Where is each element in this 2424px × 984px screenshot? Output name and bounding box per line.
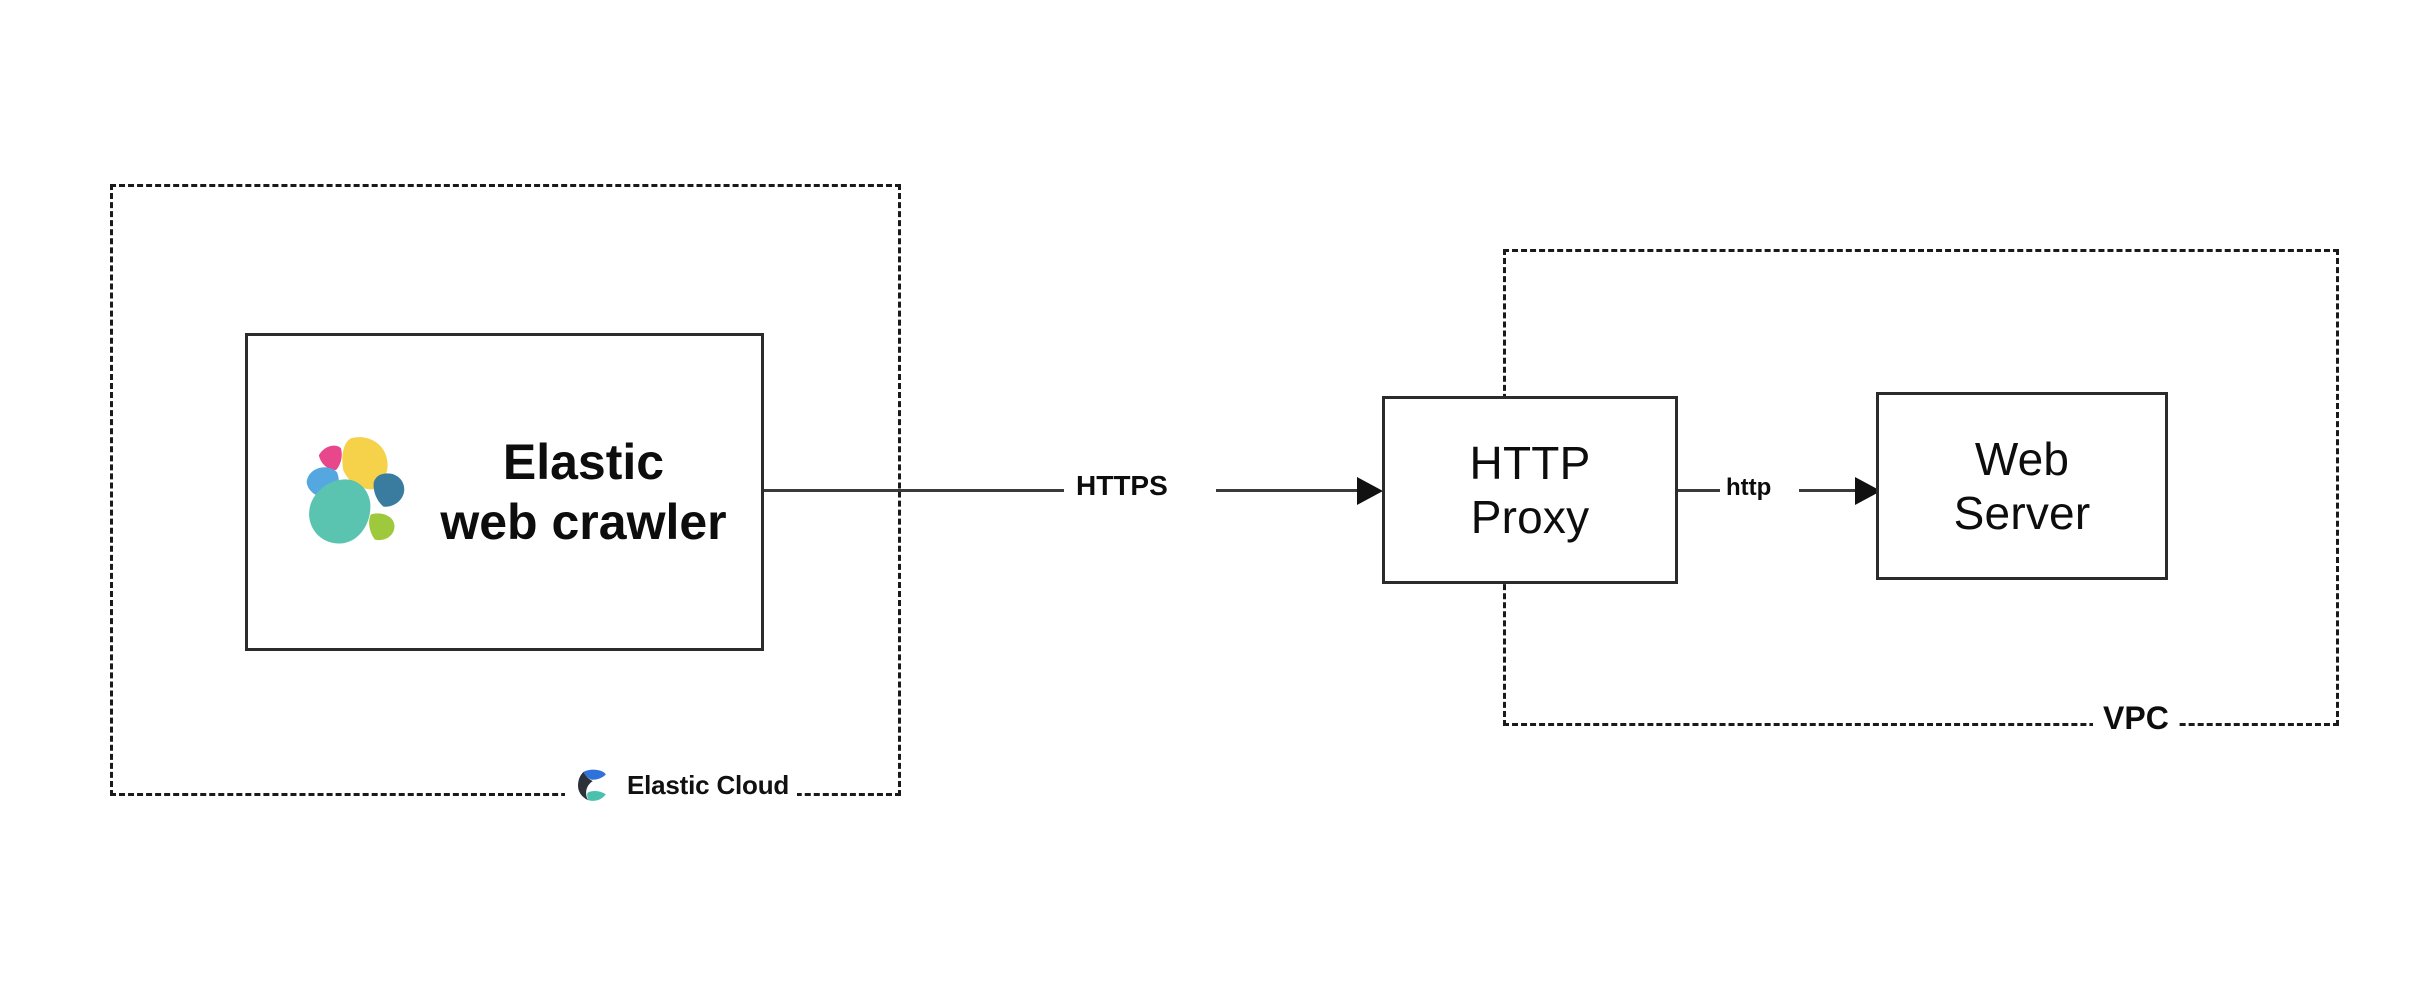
node-web-server[interactable]: Web Server [1876,392,2168,580]
arrowhead-https-icon [1357,477,1383,505]
edge-proxy-to-http-line [1678,489,1720,492]
elastic-cloud-label: Elastic Cloud [627,769,790,800]
edge-https-to-proxy-line [1216,489,1361,492]
elastic-cloud-zone-caption: Elastic Cloud [565,762,798,808]
node-http-proxy[interactable]: HTTP Proxy [1382,396,1678,584]
node-web-server-label: Web Server [1953,432,2091,539]
edge-crawler-to-https-line [764,489,1064,492]
vpc-zone-caption: VPC [2093,700,2179,737]
edge-label-https: HTTPS [1076,470,1168,501]
edge-label-http: http [1726,474,1772,501]
elastic-bloom-logo-icon [306,437,405,544]
edge-http-to-webserver-line [1799,489,1859,492]
node-elastic-web-crawler[interactable]: Elastic web crawler [245,333,764,651]
node-http-proxy-label: HTTP Proxy [1469,436,1591,543]
elastic-cloud-logo-icon [577,769,606,801]
node-elastic-web-crawler-label: Elastic web crawler [440,434,727,550]
